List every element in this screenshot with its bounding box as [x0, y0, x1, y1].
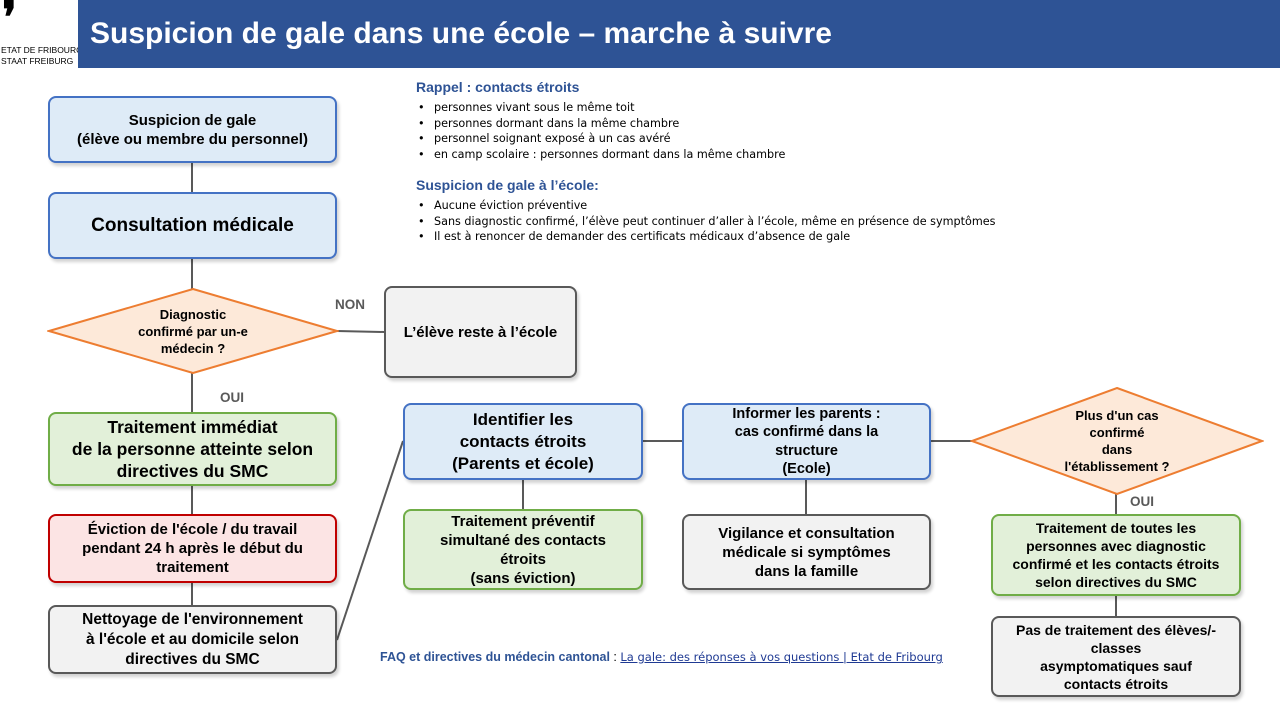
info-school-title: Suspicion de gale à l’école:	[416, 177, 599, 193]
plus-un-cas-text-wrap: Plus d'un cas confirmé dans l'établissem…	[970, 387, 1264, 495]
list-item: Sans diagnostic confirmé, l’élève peut c…	[416, 214, 995, 230]
traitement-preventif-box: Traitement préventif simultané des conta…	[403, 509, 643, 590]
traitement-immediat-box: Traitement immédiat de la personne attei…	[48, 412, 337, 486]
diagnostic-text: Diagnostic confirmé par un-e médecin ?	[138, 306, 248, 356]
diagnostic-decision: Diagnostic confirmé par un-e médecin ?	[47, 288, 339, 374]
reste-ecole-text: L’élève reste à l’école	[403, 323, 558, 341]
connector-line	[336, 330, 385, 333]
list-item: Il est à renoncer de demander des certif…	[416, 229, 995, 245]
info-contacts-etroits: Rappel : contacts étroits personnes viva…	[416, 79, 785, 162]
list-item: personnes vivant sous le même toit	[416, 100, 785, 116]
diamond-shape	[970, 387, 1264, 495]
consultation-text: Consultation médicale	[91, 215, 294, 236]
logo-mark-icon: ❜	[2, 0, 17, 44]
identifier-text: Identifier les contacts étroits (Parents…	[452, 409, 594, 473]
traitement-toutes-box: Traitement de toutes les personnes avec …	[991, 514, 1241, 596]
label-oui: OUI	[220, 390, 245, 405]
informer-box: Informer les parents : cas confirmé dans…	[682, 403, 931, 480]
list-item: Aucune éviction préventive	[416, 198, 995, 214]
diamond-shape	[47, 288, 339, 374]
title-bar: Suspicion de gale dans une école – march…	[78, 0, 1280, 68]
plus-un-cas-decision: Plus d'un cas confirmé dans l'établissem…	[970, 387, 1264, 495]
faq-link[interactable]: La gale: des réponses à vos questions | …	[620, 650, 943, 664]
suspicion-box: Suspicion de gale (élève ou membre du pe…	[48, 96, 337, 163]
nettoyage-box: Nettoyage de l'environnement à l'école e…	[48, 605, 337, 674]
traitement-preventif-text: Traitement préventif simultané des conta…	[440, 512, 606, 587]
info-contacts-list: personnes vivant sous le même toit perso…	[416, 100, 785, 162]
info-contacts-title: Rappel : contacts étroits	[416, 79, 580, 95]
informer-text: Informer les parents : cas confirmé dans…	[732, 405, 881, 478]
traitement-toutes-text: Traitement de toutes les personnes avec …	[1012, 520, 1220, 590]
plus-un-cas-text: Plus d'un cas confirmé dans l'établissem…	[1064, 408, 1170, 474]
identifier-box: Identifier les contacts étroits (Parents…	[403, 403, 643, 480]
canton-logo: ❜ ETAT DE FRIBOURG STAAT FREIBURG	[0, 0, 83, 68]
label-oui-2: OUI	[1130, 494, 1155, 509]
faq-label: FAQ et directives du médecin cantonal	[380, 650, 610, 664]
list-item: personnel soignant exposé à un cas avéré	[416, 131, 785, 147]
pas-traitement-text: Pas de traitement des élèves/- classes a…	[1016, 621, 1216, 692]
info-suspicion-ecole: Suspicion de gale à l’école: Aucune évic…	[416, 177, 995, 245]
traitement-immediat-text: Traitement immédiat de la personne attei…	[71, 417, 314, 481]
vigilance-text: Vigilance et consultation médicale si sy…	[718, 524, 895, 580]
vigilance-box: Vigilance et consultation médicale si sy…	[682, 514, 931, 590]
label-non: NON	[335, 297, 365, 312]
faq-separator: :	[609, 650, 621, 664]
pas-traitement-box: Pas de traitement des élèves/- classes a…	[991, 616, 1241, 697]
suspicion-text: Suspicion de gale (élève ou membre du pe…	[77, 111, 308, 148]
reste-ecole-box: L’élève reste à l’école	[384, 286, 577, 378]
page-title: Suspicion de gale dans une école – march…	[90, 17, 832, 50]
faq-line: FAQ et directives du médecin cantonal : …	[380, 650, 943, 664]
nettoyage-text: Nettoyage de l'environnement à l'école e…	[82, 610, 303, 668]
eviction-text: Éviction de l'école / du travail pendant…	[82, 521, 303, 576]
connector-line	[336, 440, 404, 641]
list-item: personnes dormant dans la même chambre	[416, 116, 785, 132]
logo-line-2: STAAT FREIBURG	[1, 56, 74, 66]
consultation-box: Consultation médicale	[48, 192, 337, 259]
logo-line-1: ETAT DE FRIBOURG	[1, 45, 83, 55]
list-item: en camp scolaire : personnes dormant dan…	[416, 147, 785, 163]
diagnostic-text-wrap: Diagnostic confirmé par un-e médecin ?	[47, 288, 339, 374]
info-school-list: Aucune éviction préventive Sans diagnost…	[416, 198, 995, 245]
eviction-box: Éviction de l'école / du travail pendant…	[48, 514, 337, 583]
